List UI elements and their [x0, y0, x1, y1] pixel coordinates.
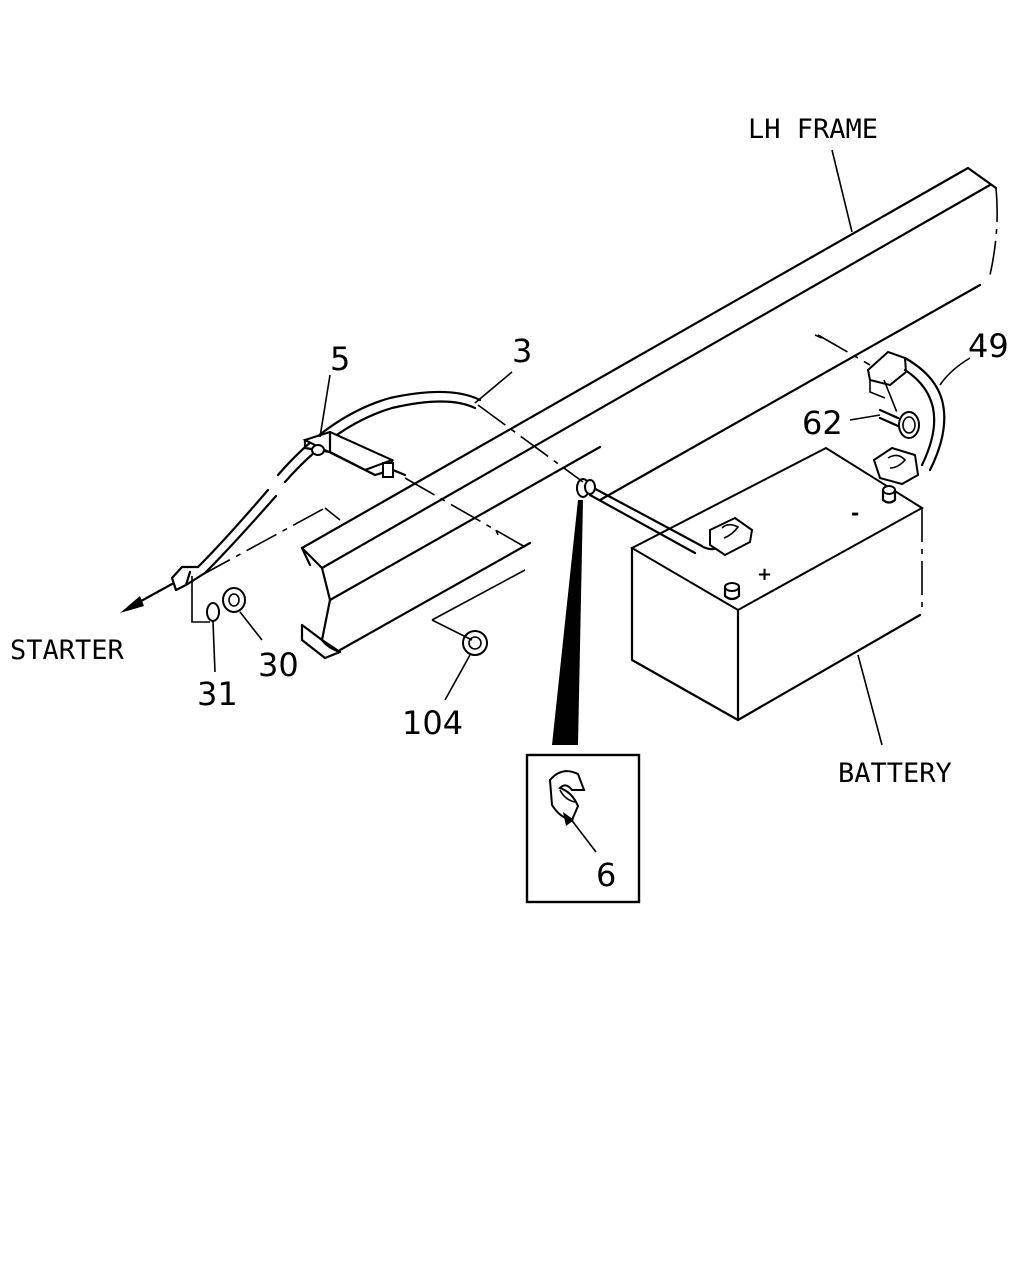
callout-31: 31	[197, 675, 238, 713]
callout-5: 5	[330, 340, 350, 378]
callout-3: 3	[512, 332, 532, 370]
battery: + -	[629, 446, 924, 722]
positive-cable	[170, 390, 754, 592]
detail-callout-wedge	[552, 500, 583, 745]
nut-30	[222, 587, 246, 613]
callout-104: 104	[402, 704, 463, 742]
negative-cable	[866, 350, 946, 486]
callout-30: 30	[258, 646, 299, 684]
bolt	[878, 408, 920, 439]
lh-frame-rail	[300, 166, 998, 660]
assembly-lines	[191, 334, 901, 641]
cable-bracket	[302, 430, 407, 478]
starter-label: STARTER	[10, 635, 125, 666]
leader-lines	[212, 149, 971, 746]
detail-box	[525, 753, 641, 904]
positive-terminal-label: +	[757, 564, 772, 585]
lh-frame-label: LH FRAME	[748, 114, 878, 145]
callout-6: 6	[596, 856, 616, 894]
negative-terminal-label: -	[851, 501, 859, 525]
starter-arrow	[120, 582, 174, 613]
battery-label: BATTERY	[838, 758, 952, 789]
callout-62: 62	[802, 404, 843, 442]
nut-104	[462, 630, 488, 656]
callout-49: 49	[968, 327, 1009, 365]
washer-31	[206, 602, 220, 622]
cable-grommet	[576, 478, 596, 498]
